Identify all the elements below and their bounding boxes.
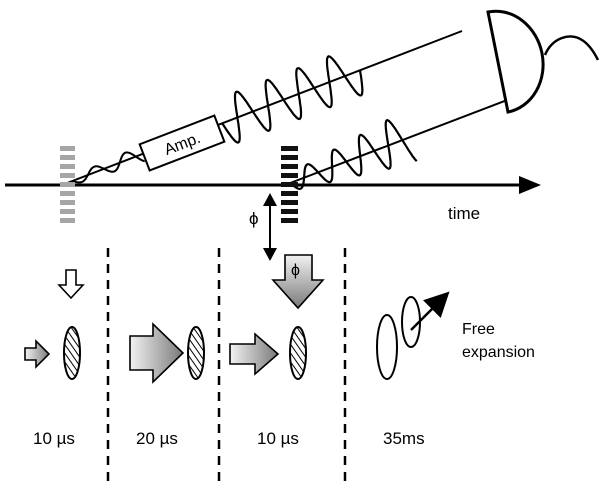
stage1-down-arrow <box>57 269 85 300</box>
stage3-duration: 10 µs <box>257 429 299 448</box>
grating-bar <box>60 146 75 151</box>
small-wave <box>71 151 145 184</box>
stage1-duration: 10 µs <box>33 429 75 448</box>
grating-bar <box>281 173 298 178</box>
grating-bar <box>60 209 75 214</box>
expanding-cloud-left <box>376 314 398 380</box>
amplifier-box: Amp. <box>138 114 226 172</box>
upper-beam-line <box>61 30 463 186</box>
free-expansion-label-line1: Free <box>462 321 495 338</box>
stage3-atom-cloud <box>289 326 307 380</box>
time-label: time <box>448 204 480 223</box>
grating-bar <box>60 155 75 160</box>
grating-bar <box>60 191 75 196</box>
time-axis-arrowhead <box>519 176 541 194</box>
stage1-atom-cloud <box>63 326 81 380</box>
phase-symbol-side: ϕ <box>249 209 259 228</box>
grating-bar <box>281 182 298 187</box>
grating-bar <box>281 155 298 160</box>
stage2-duration: 20 µs <box>136 429 178 448</box>
free-expansion-label-line2: expansion <box>462 344 535 361</box>
reference-wave <box>289 119 418 191</box>
grating-bar <box>60 164 75 169</box>
grating-bar <box>281 191 298 196</box>
grating-dark <box>281 146 298 223</box>
phase-symbol-arrow: ϕ <box>291 262 300 279</box>
grating-bar <box>281 218 298 223</box>
lower-beam-line <box>284 91 529 186</box>
detector-icon <box>486 9 600 114</box>
grating-bar <box>281 209 298 214</box>
grating-bar <box>281 200 298 205</box>
expansion-arrow <box>410 291 450 331</box>
stage3-right-arrow <box>229 332 280 376</box>
amplified-wave <box>221 55 364 144</box>
stage1-right-arrow <box>24 339 51 369</box>
stage2-right-arrow <box>129 322 185 384</box>
grating-bar <box>60 200 75 205</box>
grating-light <box>60 146 75 223</box>
grating-bar <box>281 164 298 169</box>
grating-bar <box>281 146 298 151</box>
stage2-atom-cloud <box>187 326 205 380</box>
grating-bar <box>60 173 75 178</box>
grating-bar <box>60 182 75 187</box>
grating-bar <box>60 218 75 223</box>
stage4-duration: 35ms <box>383 429 425 448</box>
stage3-down-arrow <box>271 254 325 310</box>
phase-double-arrow <box>263 193 277 261</box>
